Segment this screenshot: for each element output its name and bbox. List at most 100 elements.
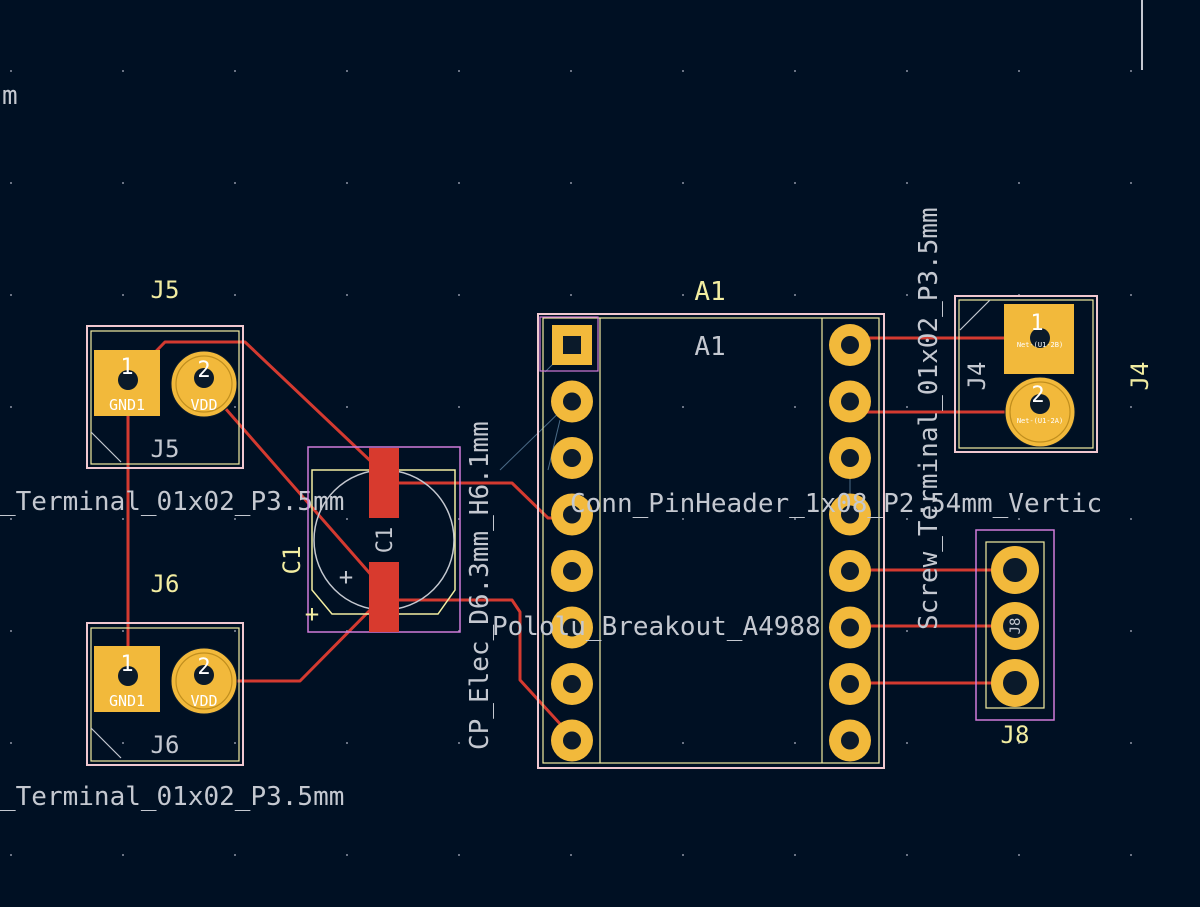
grid-dot	[682, 406, 684, 408]
grid-dot	[234, 518, 236, 520]
grid-dot	[10, 294, 12, 296]
grid-dot	[682, 518, 684, 520]
grid-dot	[794, 70, 796, 72]
grid-dot	[1130, 854, 1132, 856]
j5-fab-corner	[90, 431, 122, 463]
grid-dot	[10, 742, 12, 744]
grid-dot	[794, 518, 796, 520]
grid-dot	[794, 406, 796, 408]
grid-dot	[1130, 70, 1132, 72]
grid-dot	[458, 406, 460, 408]
a1-reference: A1	[694, 277, 725, 307]
grid-dot	[458, 518, 460, 520]
j4-fab-corner	[959, 299, 991, 331]
j8-pads[interactable]	[991, 546, 1039, 707]
grid-dot	[10, 70, 12, 72]
grid-dot	[906, 294, 908, 296]
grid-dot	[570, 294, 572, 296]
footprint-j6[interactable]: 1 GND1 2 VDD J6 J6 _Terminal_01x02_P3.5m…	[0, 570, 344, 812]
j6-pad-2-hole	[194, 665, 214, 685]
grid-dot	[794, 742, 796, 744]
grid-dot	[346, 406, 348, 408]
j5-reference-fab: J5	[151, 435, 180, 463]
c1-value: CP_Elec_D6.3mm_H6.1mm	[465, 421, 495, 750]
a1-left-pad-hole	[563, 731, 581, 750]
grid-dot	[906, 406, 908, 408]
grid-dot	[346, 630, 348, 632]
a1-value: Conn_PinHeader_1x08_P2.54mm_Vertic	[570, 489, 1102, 519]
grid-dot	[346, 182, 348, 184]
j6-reference: J6	[151, 570, 180, 598]
grid-dot	[458, 742, 460, 744]
j8-pad-hole	[1003, 558, 1027, 582]
grid-dot	[1130, 742, 1132, 744]
grid-dot	[122, 742, 124, 744]
grid-dot	[1130, 630, 1132, 632]
grid-dot	[122, 854, 124, 856]
a1-right-pad-hole	[841, 336, 859, 354]
j5-pad-2-number: 2	[197, 358, 210, 383]
grid-dot	[906, 854, 908, 856]
j6-pad-2-ring	[175, 652, 233, 710]
j4-pad-2-hole	[1030, 394, 1050, 414]
grid-dot	[682, 70, 684, 72]
j5-pad-2-ring	[175, 355, 233, 413]
c1-reference-fab: C1	[373, 527, 398, 554]
a1-left-pad-hole	[563, 562, 581, 580]
j4-value: Screw_Terminal_01x02_P3.5mm	[914, 207, 944, 630]
j6-pad-2-number: 2	[197, 655, 210, 680]
a1-left-pad-hole	[563, 392, 581, 411]
track-j5-vdd-to-c1[interactable]	[202, 382, 382, 587]
c1-polarity-silk: +	[305, 600, 319, 628]
c1-pad-2[interactable]	[369, 562, 399, 632]
footprint-j5[interactable]: 1 GND1 2 VDD J5 J5 _Terminal_01x02_P3.5m…	[0, 276, 344, 517]
grid-dot	[234, 70, 236, 72]
grid-dot	[458, 182, 460, 184]
j5-value: _Terminal_01x02_P3.5mm	[0, 487, 344, 517]
j6-pad-1-hole	[118, 666, 138, 686]
footprint-a1[interactable]: A1 A1 Conn_PinHeader_1x08_P2.54mm_Vertic…	[492, 277, 1102, 769]
j6-courtyard	[86, 622, 244, 766]
grid-dot	[906, 182, 908, 184]
grid-dot	[1130, 294, 1132, 296]
a1-pin1-marker	[539, 316, 599, 372]
grid-dot	[234, 742, 236, 744]
a1-left-pad-hole	[563, 675, 581, 693]
grid-dot	[458, 630, 460, 632]
grid-dot	[794, 854, 796, 856]
grid-dot	[1018, 518, 1020, 520]
j4-pad-2-number: 2	[1031, 383, 1044, 408]
grid-dot	[346, 70, 348, 72]
partial-label-top-left: m	[2, 81, 18, 111]
footprint-j8[interactable]: J8 J8	[975, 529, 1055, 749]
c1-silkscreen-outline	[311, 469, 456, 615]
j6-pad-2-net: VDD	[190, 692, 217, 710]
grid-dot	[570, 854, 572, 856]
footprint-c1[interactable]: + + C1 C1 CP_Elec_D6.3mm_H6.1mm	[278, 421, 495, 750]
grid-dot	[1018, 742, 1020, 744]
grid-dot	[10, 182, 12, 184]
a1-right-pad-hole	[841, 618, 859, 637]
a1-left-header[interactable]	[551, 325, 593, 762]
a1-right-pad-hole	[841, 449, 859, 467]
footprint-j4[interactable]: 1 Net-(U1-2B) 2 Net-(U1-2A) J4 J4 Screw_…	[914, 207, 1154, 630]
a1-right-header[interactable]	[829, 324, 871, 762]
grid-dot	[458, 294, 460, 296]
grid-dot	[346, 294, 348, 296]
grid-dot	[1130, 518, 1132, 520]
c1-pad-1[interactable]	[369, 448, 399, 518]
grid-dot	[682, 854, 684, 856]
grid-dot	[682, 294, 684, 296]
a1-right-pad-hole	[841, 675, 859, 693]
grid-dot	[682, 742, 684, 744]
a1-right-pad-hole	[841, 731, 859, 750]
j6-value: _Terminal_01x02_P3.5mm	[0, 782, 344, 812]
j4-reference-fab: J4	[963, 362, 991, 391]
grid-dot	[906, 518, 908, 520]
grid-dot	[346, 518, 348, 520]
j4-pad-2-ring	[1009, 381, 1071, 443]
j8-silkscreen-outline	[985, 541, 1045, 709]
grid-dot	[234, 294, 236, 296]
c1-reference: C1	[278, 546, 306, 575]
